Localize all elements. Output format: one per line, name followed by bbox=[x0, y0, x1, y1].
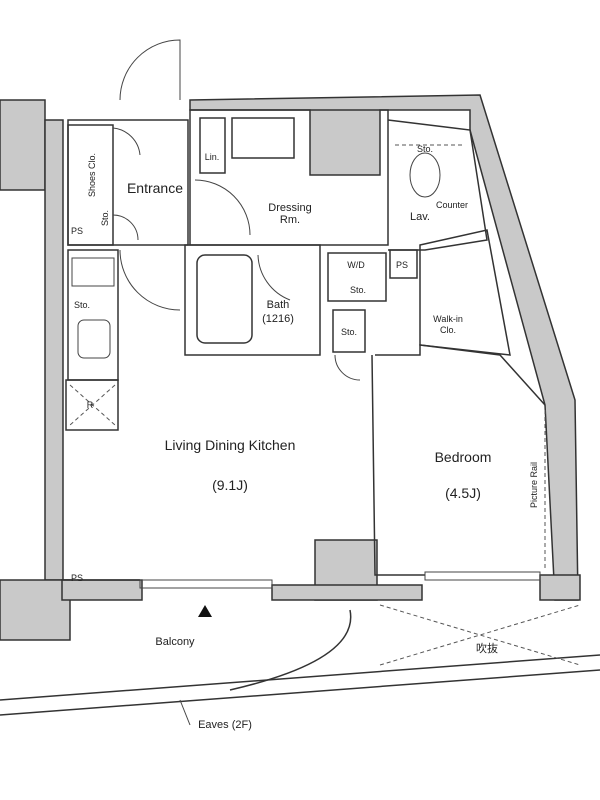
ldk-size-label: (9.1J) bbox=[212, 477, 248, 493]
storage-label-bath: Sto. bbox=[341, 327, 357, 337]
walkin-closet-label-2: Clo. bbox=[440, 325, 456, 335]
storage-label-wd: Sto. bbox=[350, 285, 366, 295]
storage-label-lav: Sto. bbox=[417, 144, 433, 154]
balcony-area bbox=[0, 604, 600, 726]
bath-size-label: (1216) bbox=[262, 313, 294, 325]
ps-label-2: PS bbox=[396, 260, 408, 270]
bedroom-size-label: (4.5J) bbox=[445, 485, 481, 501]
ps-label-1: PS bbox=[71, 226, 83, 236]
walkin-closet-label: Walk-in bbox=[433, 314, 463, 324]
lavatory-label: Lav. bbox=[410, 211, 430, 223]
counter-label: Counter bbox=[436, 200, 468, 210]
entrance-label: Entrance bbox=[127, 180, 183, 196]
eaves-label: Eaves (2F) bbox=[198, 719, 252, 731]
entrance-arrow-icon bbox=[198, 605, 212, 617]
washer-dryer-label: W/D bbox=[347, 260, 365, 270]
bath-label: Bath bbox=[267, 299, 290, 311]
storage-label-entrance: Sto. bbox=[100, 210, 110, 226]
bedroom-label: Bedroom bbox=[435, 449, 492, 465]
shoes-closet-label: Shoes Clo. bbox=[87, 153, 97, 197]
ldk-label: Living Dining Kitchen bbox=[165, 437, 296, 453]
doors[interactable] bbox=[112, 39, 361, 381]
void-label: 吹抜 bbox=[476, 641, 498, 655]
refrigerator-label: R bbox=[87, 400, 94, 410]
dressing-room-label: Dressing bbox=[268, 202, 311, 214]
structural-walls bbox=[0, 94, 581, 641]
windows bbox=[139, 571, 541, 589]
balcony-label: Balcony bbox=[155, 636, 195, 648]
ps-label-3: PS bbox=[71, 573, 83, 583]
picture-rail-label: Picture Rail bbox=[529, 462, 539, 508]
linen-label: Lin. bbox=[205, 152, 220, 162]
dressing-room-label-2: Rm. bbox=[280, 214, 300, 226]
storage-label-kitchen: Sto. bbox=[74, 300, 90, 310]
interior-walls bbox=[62, 109, 546, 581]
